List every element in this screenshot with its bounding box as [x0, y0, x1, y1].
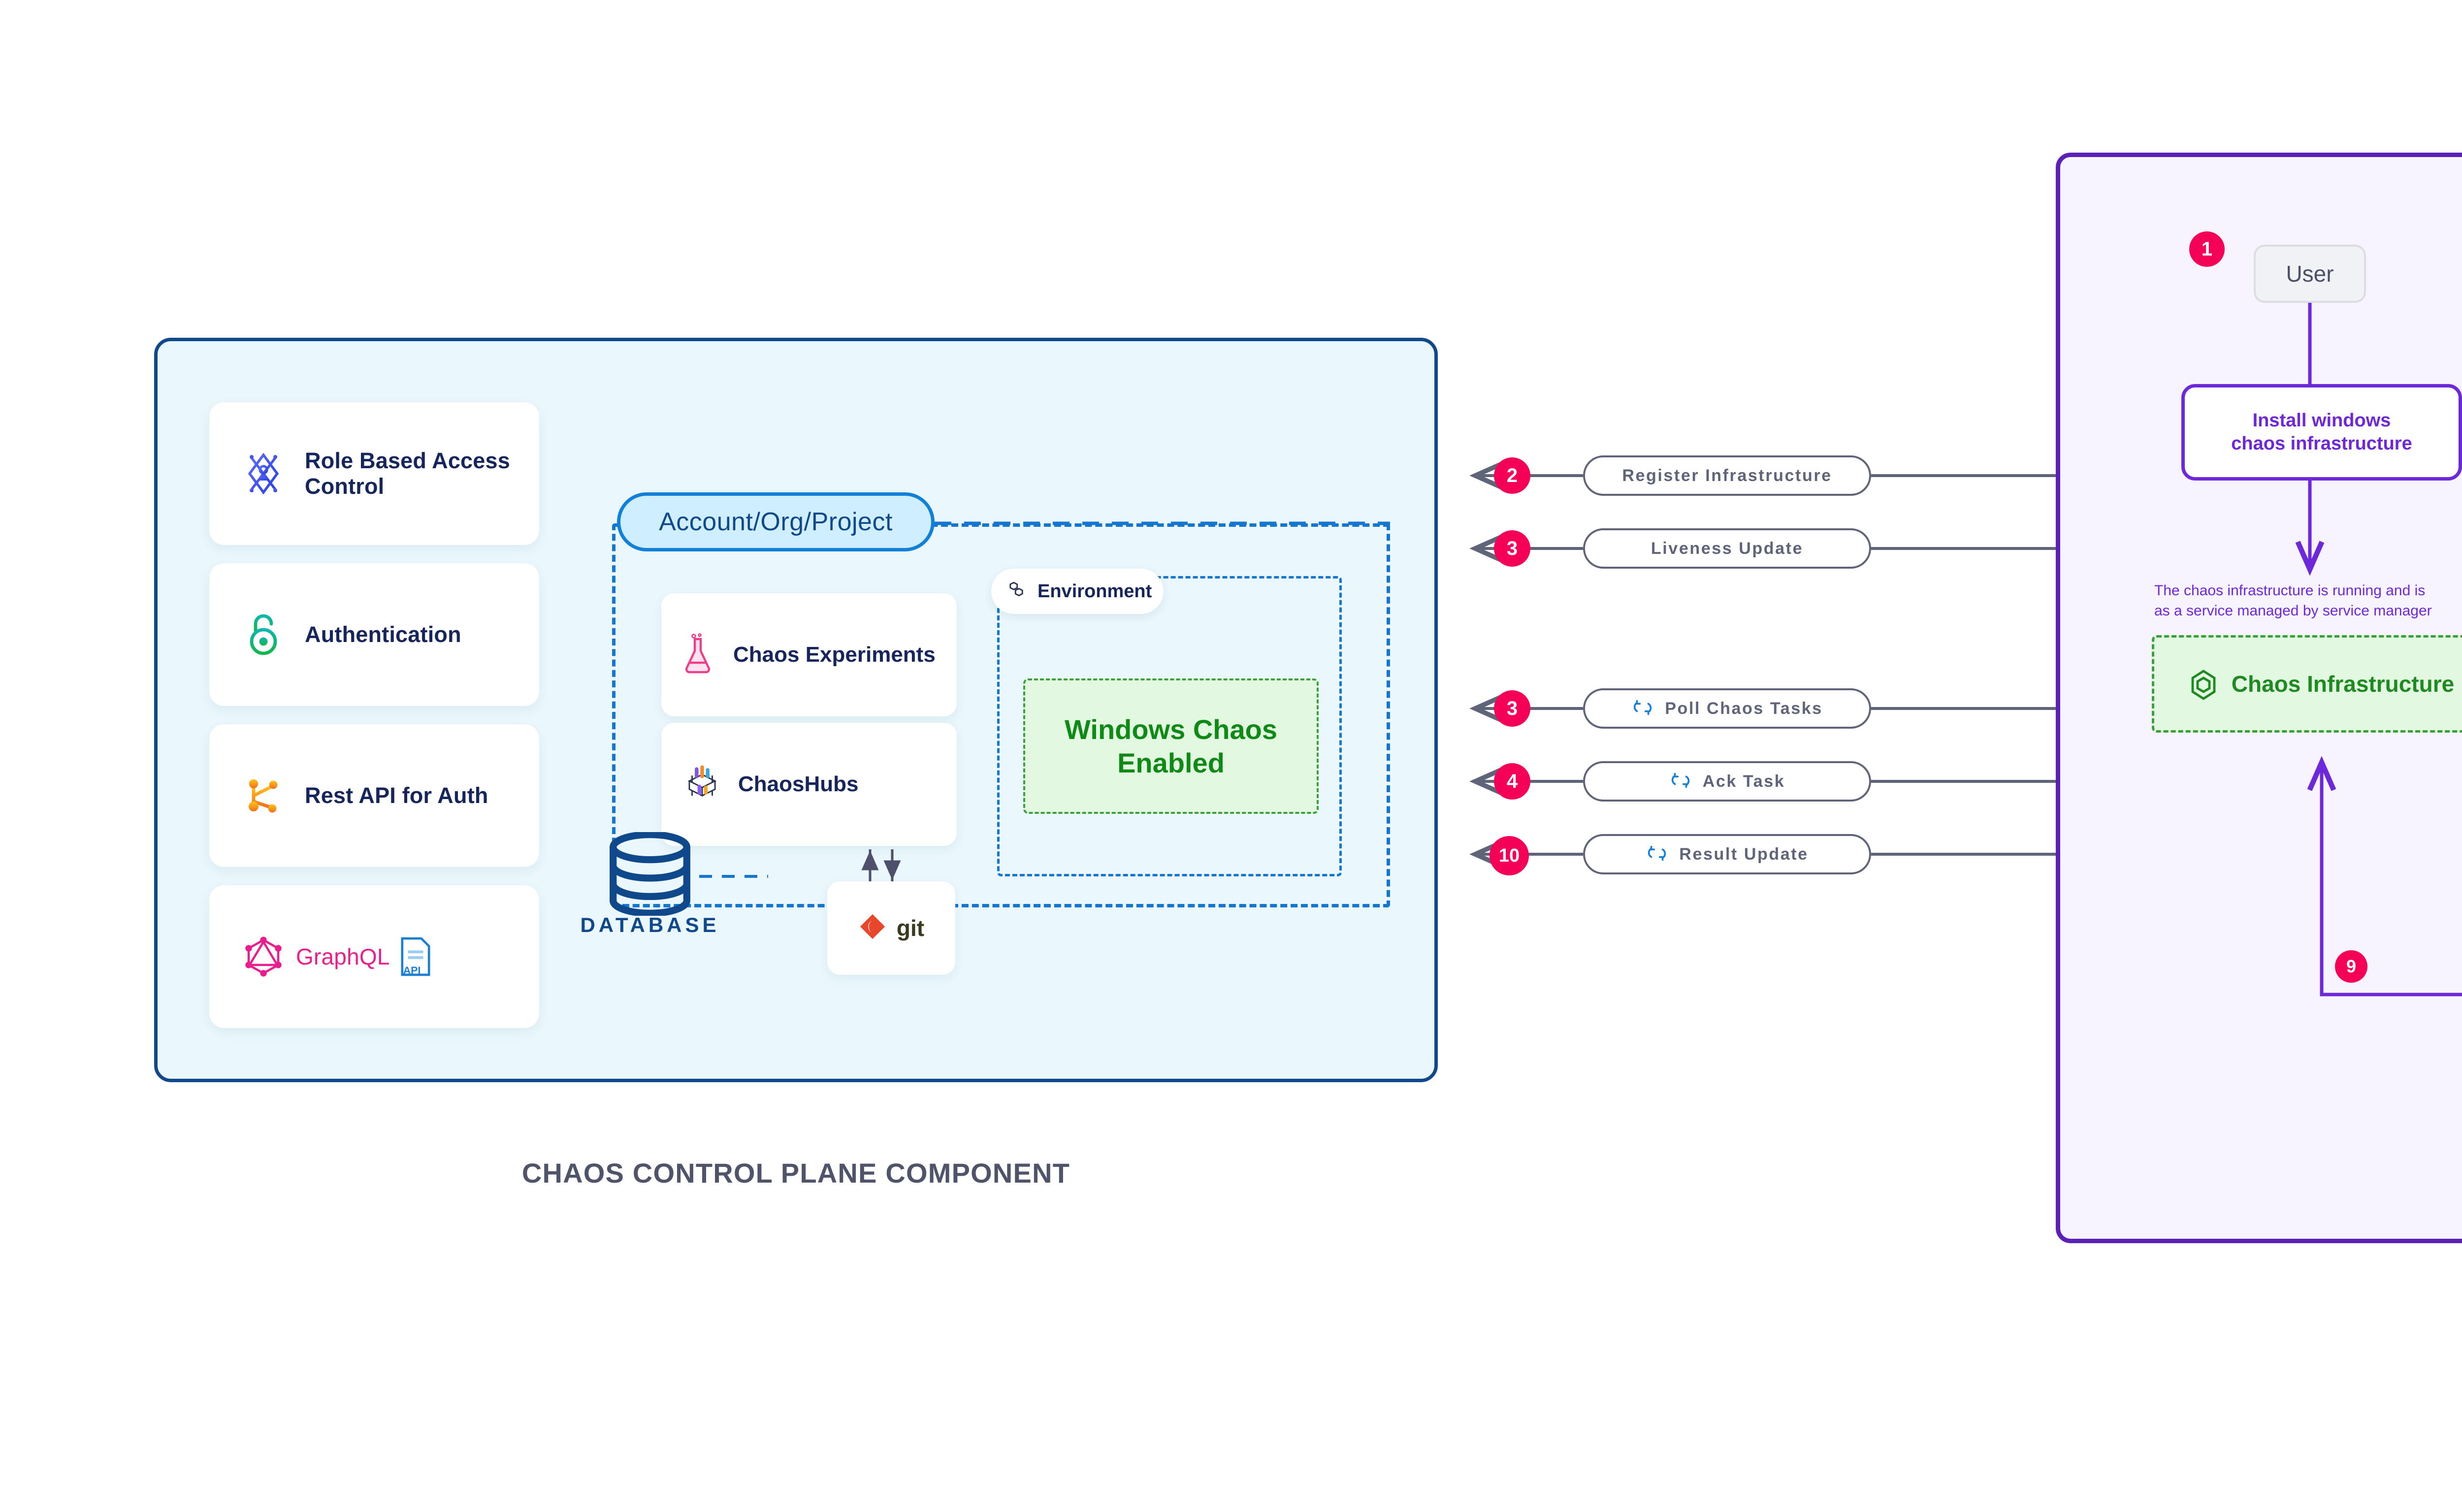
- feature-label: Rest API for Auth: [305, 783, 488, 808]
- feature-label: GraphQL: [296, 943, 390, 969]
- flow-label: Ack Task: [1702, 772, 1785, 791]
- feature-label: Authentication: [305, 622, 461, 647]
- step-badge-9: 9: [2335, 950, 2367, 983]
- windows-chaos-enabled-label: Windows Chaos Enabled: [1065, 714, 1277, 778]
- flow-pill-poll-chaos-tasks[interactable]: Poll Chaos Tasks: [1583, 688, 1871, 729]
- graphql-icon: [239, 932, 288, 981]
- flow-badge-3b: 3: [1494, 690, 1530, 727]
- flow-pill-register-infrastructure[interactable]: Register Infrastructure: [1583, 455, 1871, 496]
- flow-badge-2: 2: [1494, 457, 1530, 494]
- inner-card-chaos-experiments[interactable]: Chaos Experiments: [661, 593, 957, 716]
- environment-container: [997, 576, 1342, 876]
- flow-label: Poll Chaos Tasks: [1665, 699, 1823, 718]
- flow-badge-10: 10: [1490, 836, 1529, 875]
- install-windows-chaos-infrastructure-node[interactable]: Install windows chaos infrastructure: [2181, 384, 2462, 481]
- inner-card-chaoshubs[interactable]: ChaosHubs: [661, 723, 957, 846]
- flow-badge-4: 4: [1494, 763, 1530, 800]
- refresh-cycle-icon: [1646, 843, 1668, 866]
- environment-label: Environment: [1037, 580, 1152, 602]
- rest-api-icon: [239, 771, 288, 820]
- user-node[interactable]: User: [2254, 245, 2366, 303]
- account-org-project-pill[interactable]: Account/Org/Project: [617, 492, 935, 551]
- flow-label: Result Update: [1679, 844, 1809, 864]
- control-plane-title: CHAOS CONTROL PLANE COMPONENT: [521, 1158, 1070, 1189]
- inner-card-git[interactable]: git: [827, 881, 955, 975]
- flask-icon: [682, 633, 720, 676]
- chaos-infra-note-line1: The chaos infrastructure is running and …: [2154, 582, 2426, 599]
- hexagon-outline-icon: [2189, 669, 2219, 700]
- account-org-project-container: [612, 523, 1390, 907]
- flow-pill-ack-task[interactable]: Ack Task: [1583, 761, 1871, 802]
- chaos-infra-note-line2: as a service managed by service manager: [2154, 602, 2432, 619]
- feature-card-authentication[interactable]: Authentication: [209, 563, 539, 706]
- feature-card-graphql[interactable]: GraphQL API: [209, 885, 539, 1028]
- install-node-line1: Install windows: [2252, 410, 2391, 431]
- hexagon-cluster-icon: [1006, 580, 1029, 603]
- inner-card-label: ChaosHubs: [738, 772, 859, 796]
- feature-card-rbac[interactable]: Role Based Access Control: [209, 402, 539, 545]
- inner-card-label: Chaos Experiments: [733, 643, 936, 667]
- rbac-icon: [239, 449, 288, 498]
- account-org-project-label: Account/Org/Project: [659, 508, 893, 536]
- refresh-cycle-icon: [1631, 698, 1654, 720]
- chaos-infra-note: The chaos infrastructure is running and …: [2154, 581, 2462, 621]
- flow-pill-liveness-update[interactable]: Liveness Update: [1583, 528, 1871, 569]
- feature-label: Role Based Access Control: [305, 448, 510, 499]
- inner-card-label: git: [896, 915, 925, 941]
- flow-label: Liveness Update: [1651, 539, 1804, 558]
- git-icon: [858, 912, 890, 944]
- svg-text:API: API: [403, 965, 421, 976]
- refresh-cycle-icon: [1669, 771, 1692, 793]
- auth-lock-icon: [239, 610, 288, 659]
- api-document-icon: API: [398, 932, 433, 981]
- flow-pill-result-update[interactable]: Result Update: [1583, 834, 1871, 874]
- database-label: DATABASE: [580, 913, 720, 936]
- feature-card-rest-api[interactable]: Rest API for Auth: [209, 724, 539, 867]
- flow-badge-3a: 3: [1494, 530, 1530, 567]
- environment-pill[interactable]: Environment: [991, 569, 1164, 614]
- user-node-label: User: [2286, 261, 2334, 287]
- install-node-line2: chaos infrastructure: [2231, 433, 2412, 454]
- flow-label: Register Infrastructure: [1622, 466, 1832, 485]
- chaos-infrastructure-label: Chaos Infrastructure: [2231, 671, 2455, 697]
- database-cylinder-icon: [598, 831, 702, 917]
- chaos-infrastructure-node[interactable]: Chaos Infrastructure: [2152, 635, 2462, 733]
- test-tube-rack-icon: [682, 763, 725, 806]
- execution-plane-title: CHAOS EXECUTION PLANE COMPONENT: [2056, 1319, 2462, 1351]
- step-badge-1: 1: [2189, 231, 2225, 267]
- windows-chaos-enabled-box: Windows Chaos Enabled: [1023, 678, 1319, 814]
